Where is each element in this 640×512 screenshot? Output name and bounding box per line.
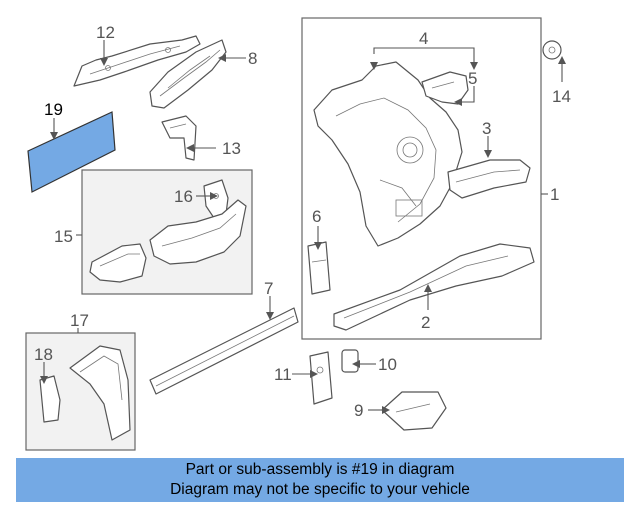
part-3-rail[interactable] [447, 159, 531, 199]
part-11-bracket[interactable] [309, 351, 333, 405]
callout-3: 3 [482, 119, 491, 138]
part-14-washer[interactable] [542, 40, 562, 60]
part-5-bracket[interactable] [421, 71, 469, 105]
callout-8: 8 [248, 49, 257, 68]
part-18-bracket[interactable] [39, 375, 61, 423]
leader-4 [373, 47, 475, 64]
callout-15: 15 [54, 227, 73, 246]
group-box-1 [301, 17, 542, 340]
callout-12: 12 [96, 23, 115, 42]
part-15-shell[interactable] [149, 199, 247, 265]
part-7-sill[interactable] [149, 307, 299, 395]
callout-4: 4 [419, 29, 428, 48]
callout-19: 19 [44, 100, 63, 119]
part-9-bracket[interactable] [381, 391, 447, 431]
part-12-rail[interactable] [73, 35, 201, 87]
callout-18: 18 [34, 345, 53, 364]
callout-2: 2 [421, 313, 430, 332]
part-6-bracket[interactable] [307, 241, 331, 295]
part-15-bracket[interactable] [89, 243, 147, 283]
banner-line-2: Diagram may not be specific to your vehi… [170, 481, 470, 498]
callout-17: 17 [70, 311, 89, 330]
part-2-rail[interactable] [333, 243, 535, 331]
callout-7: 7 [264, 279, 273, 298]
part-13-bracket[interactable] [161, 115, 197, 161]
part-10-clip[interactable] [341, 349, 359, 373]
part-19-panel[interactable] [27, 111, 116, 193]
callout-1: 1 [550, 185, 559, 204]
callout-11: 11 [274, 365, 292, 384]
callout-6: 6 [312, 207, 321, 226]
part-8-reinforcement[interactable] [149, 39, 227, 109]
part-17-pillar[interactable] [69, 345, 131, 441]
callout-5: 5 [468, 69, 477, 88]
parts-diagram: 12 8 19 13 16 15 7 4 5 3 1 6 2 14 17 18 … [25, 17, 571, 451]
callout-9: 9 [354, 401, 363, 420]
callout-10: 10 [378, 355, 397, 374]
callout-13: 13 [222, 139, 241, 158]
callout-14: 14 [552, 87, 571, 106]
callout-16: 16 [174, 187, 193, 206]
leader-5 [462, 86, 475, 103]
info-banner: Part or sub-assembly is #19 in diagram D… [16, 458, 624, 502]
banner-line-1: Part or sub-assembly is #19 in diagram [185, 461, 455, 478]
